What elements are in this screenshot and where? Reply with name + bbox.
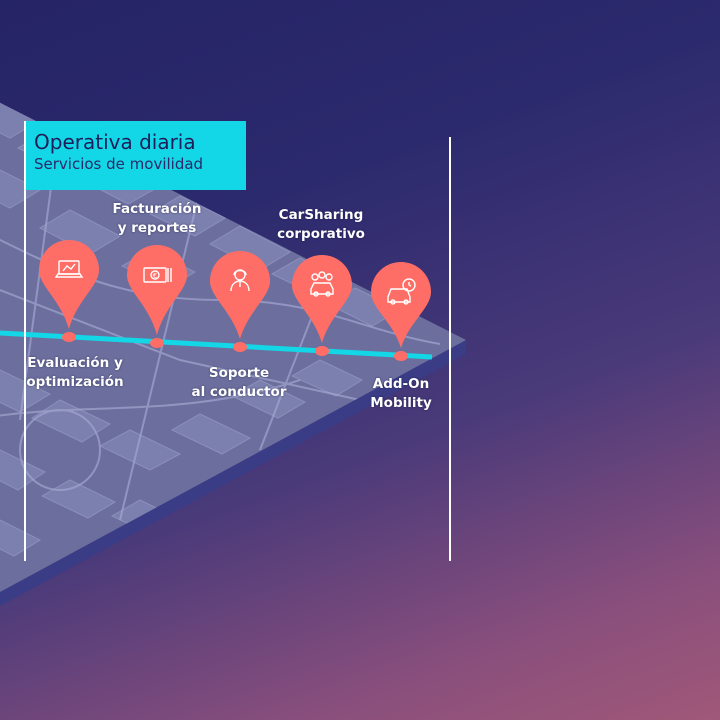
map-pin-1 [39, 240, 99, 342]
pin-marker [127, 245, 187, 335]
page-title: Operativa diaria [34, 130, 196, 154]
pin-marker [39, 240, 99, 329]
title-box: Operativa diaria Servicios de movilidad [26, 121, 246, 190]
carsharing-group-icon [310, 271, 334, 297]
svg-text:€: € [153, 272, 157, 280]
euro-banknote-icon: € [143, 267, 172, 283]
map-pin-5 [371, 262, 431, 361]
pin-marker [371, 262, 431, 348]
pin-marker [292, 255, 352, 343]
driver-support-icon [230, 269, 250, 292]
laptop-chart-icon [54, 260, 84, 278]
car-clock-icon [387, 278, 416, 305]
map-pins: € [39, 240, 431, 361]
step-label-facturacion: Facturación y reportes [112, 201, 202, 236]
step-label-carsharing: CarSharing corporativo [277, 207, 365, 242]
right-divider [449, 137, 451, 561]
map-slab-edge [0, 340, 466, 606]
route-stop-dot [394, 351, 408, 361]
step-label-soporte: Soporte al conductor [191, 365, 287, 400]
page-subtitle: Servicios de movilidad [34, 155, 204, 173]
map-pin-2: € [127, 245, 187, 348]
route-stop-dot [150, 338, 164, 348]
pin-marker [209, 250, 271, 339]
map-pin-4 [292, 255, 352, 356]
left-divider [24, 121, 26, 561]
route-stop-dot [62, 332, 76, 342]
map-pin-3 [209, 250, 271, 352]
route-stop-dot [233, 342, 247, 352]
step-label-evaluacion: Evaluación y optimización [26, 355, 124, 390]
route-stop-dot [315, 346, 329, 356]
step-label-addon: Add-On Mobility [370, 376, 432, 411]
